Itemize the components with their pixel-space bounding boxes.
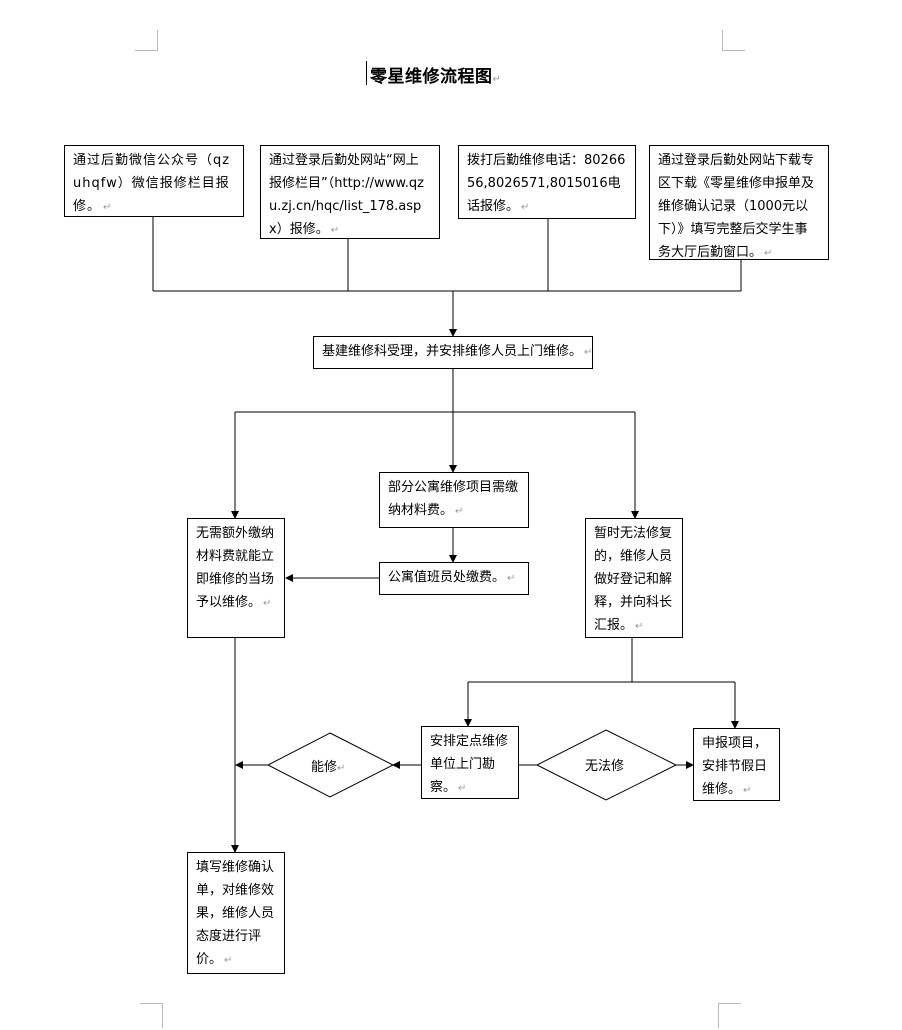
paragraph-mark-icon: ↵ [521, 202, 530, 213]
text-cursor [366, 61, 367, 85]
paragraph-mark-icon: ↵ [455, 506, 464, 517]
paragraph-mark-icon: ↵ [263, 598, 272, 609]
box-immediate-repair: 无需额外缴纳材料费就能立即维修的当场予以维修。↵ [187, 518, 285, 638]
crop-mark-bottom-left [140, 1003, 163, 1028]
box-report-chief: 暂时无法修复的，维修人员做好登记和解释，并向科长汇报。↵ [585, 518, 683, 638]
paragraph-mark-icon: ↵ [337, 763, 346, 774]
paragraph-mark-icon: ↵ [224, 955, 233, 966]
box-material-fee: 部分公寓维修项目需缴纳材料费。↵ [379, 472, 529, 528]
paragraph-mark-icon: ↵ [458, 783, 467, 794]
diamond-cannot-repair-label: 无法修 [585, 755, 624, 774]
box-phone-text: 拨打后勤维修电话：8026656,8026571,8015016电话报修。 [467, 153, 626, 214]
paragraph-mark-icon: ↵ [764, 248, 773, 259]
box-confirm-text: 填写维修确认单，对维修效果，维修人员态度进行评价。 [196, 860, 275, 967]
paragraph-mark-icon: ↵ [103, 202, 113, 213]
crop-mark-top-left [135, 30, 158, 51]
box-confirm-form: 填写维修确认单，对维修效果，维修人员态度进行评价。↵ [187, 852, 285, 974]
box-wechat-text: 通过后勤微信公众号（qzuhqfw）微信报修栏目报修。 [73, 153, 231, 214]
box-report-text: 暂时无法修复的，维修人员做好登记和解释，并向科长汇报。 [594, 526, 673, 633]
cannot-repair-text: 无法修 [585, 759, 625, 774]
crop-mark-top-right [722, 30, 745, 51]
box-material-text: 部分公寓维修项目需缴纳材料费。 [388, 480, 519, 518]
title-text: 零星维修流程图 [370, 67, 493, 87]
box-accept-text: 基建维修科受理，并安排维修人员上门维修。 [322, 344, 583, 359]
diamond-can-repair-label: 能修↵ [311, 756, 345, 775]
paragraph-mark-icon: ↵ [743, 785, 752, 796]
paragraph-mark-icon: ↵ [330, 225, 340, 236]
paragraph-mark-icon: ↵ [492, 74, 502, 85]
box-wechat-report: 通过后勤微信公众号（qzuhqfw）微信报修栏目报修。↵ [64, 145, 244, 217]
box-pay-text: 公寓值班员处缴费。 [388, 570, 506, 585]
can-repair-text: 能修 [311, 760, 338, 775]
box-unit-text: 安排定点维修单位上门勘察。 [430, 734, 509, 795]
box-holiday-text: 申报项目，安排节假日维修。 [702, 736, 768, 797]
paragraph-mark-icon: ↵ [507, 573, 516, 584]
box-immediate-text: 无需额外缴纳材料费就能立即维修的当场予以维修。 [196, 526, 275, 610]
box-download-report: 通过登录后勤处网站下载专区下载《零星维修申报单及维修确认记录（1000元以下）》… [649, 145, 829, 260]
box-download-text: 通过登录后勤处网站下载专区下载《零星维修申报单及维修确认记录（1000元以下）》… [658, 153, 815, 260]
crop-mark-bottom-right [718, 1003, 741, 1028]
paragraph-mark-icon: ↵ [635, 621, 644, 632]
box-pay-fee: 公寓值班员处缴费。↵ [379, 562, 529, 595]
diamond-cannot-repair [535, 729, 678, 801]
box-holiday-repair: 申报项目，安排节假日维修。↵ [693, 728, 780, 801]
diamond-can-repair [266, 732, 395, 798]
page-title[interactable]: 零星维修流程图↵ [366, 61, 548, 87]
box-phone-report: 拨打后勤维修电话：8026656,8026571,8015016电话报修。↵ [458, 145, 636, 219]
paragraph-mark-icon: ↵ [584, 347, 593, 358]
box-website-text: 通过登录后勤处网站“网上报修栏目”（http://www.qzu.zj.cn/h… [269, 153, 424, 237]
box-unit-survey: 安排定点维修单位上门勘察。↵ [421, 726, 519, 799]
box-website-report: 通过登录后勤处网站“网上报修栏目”（http://www.qzu.zj.cn/h… [260, 145, 440, 239]
box-accept: 基建维修科受理，并安排维修人员上门维修。↵ [313, 336, 593, 369]
